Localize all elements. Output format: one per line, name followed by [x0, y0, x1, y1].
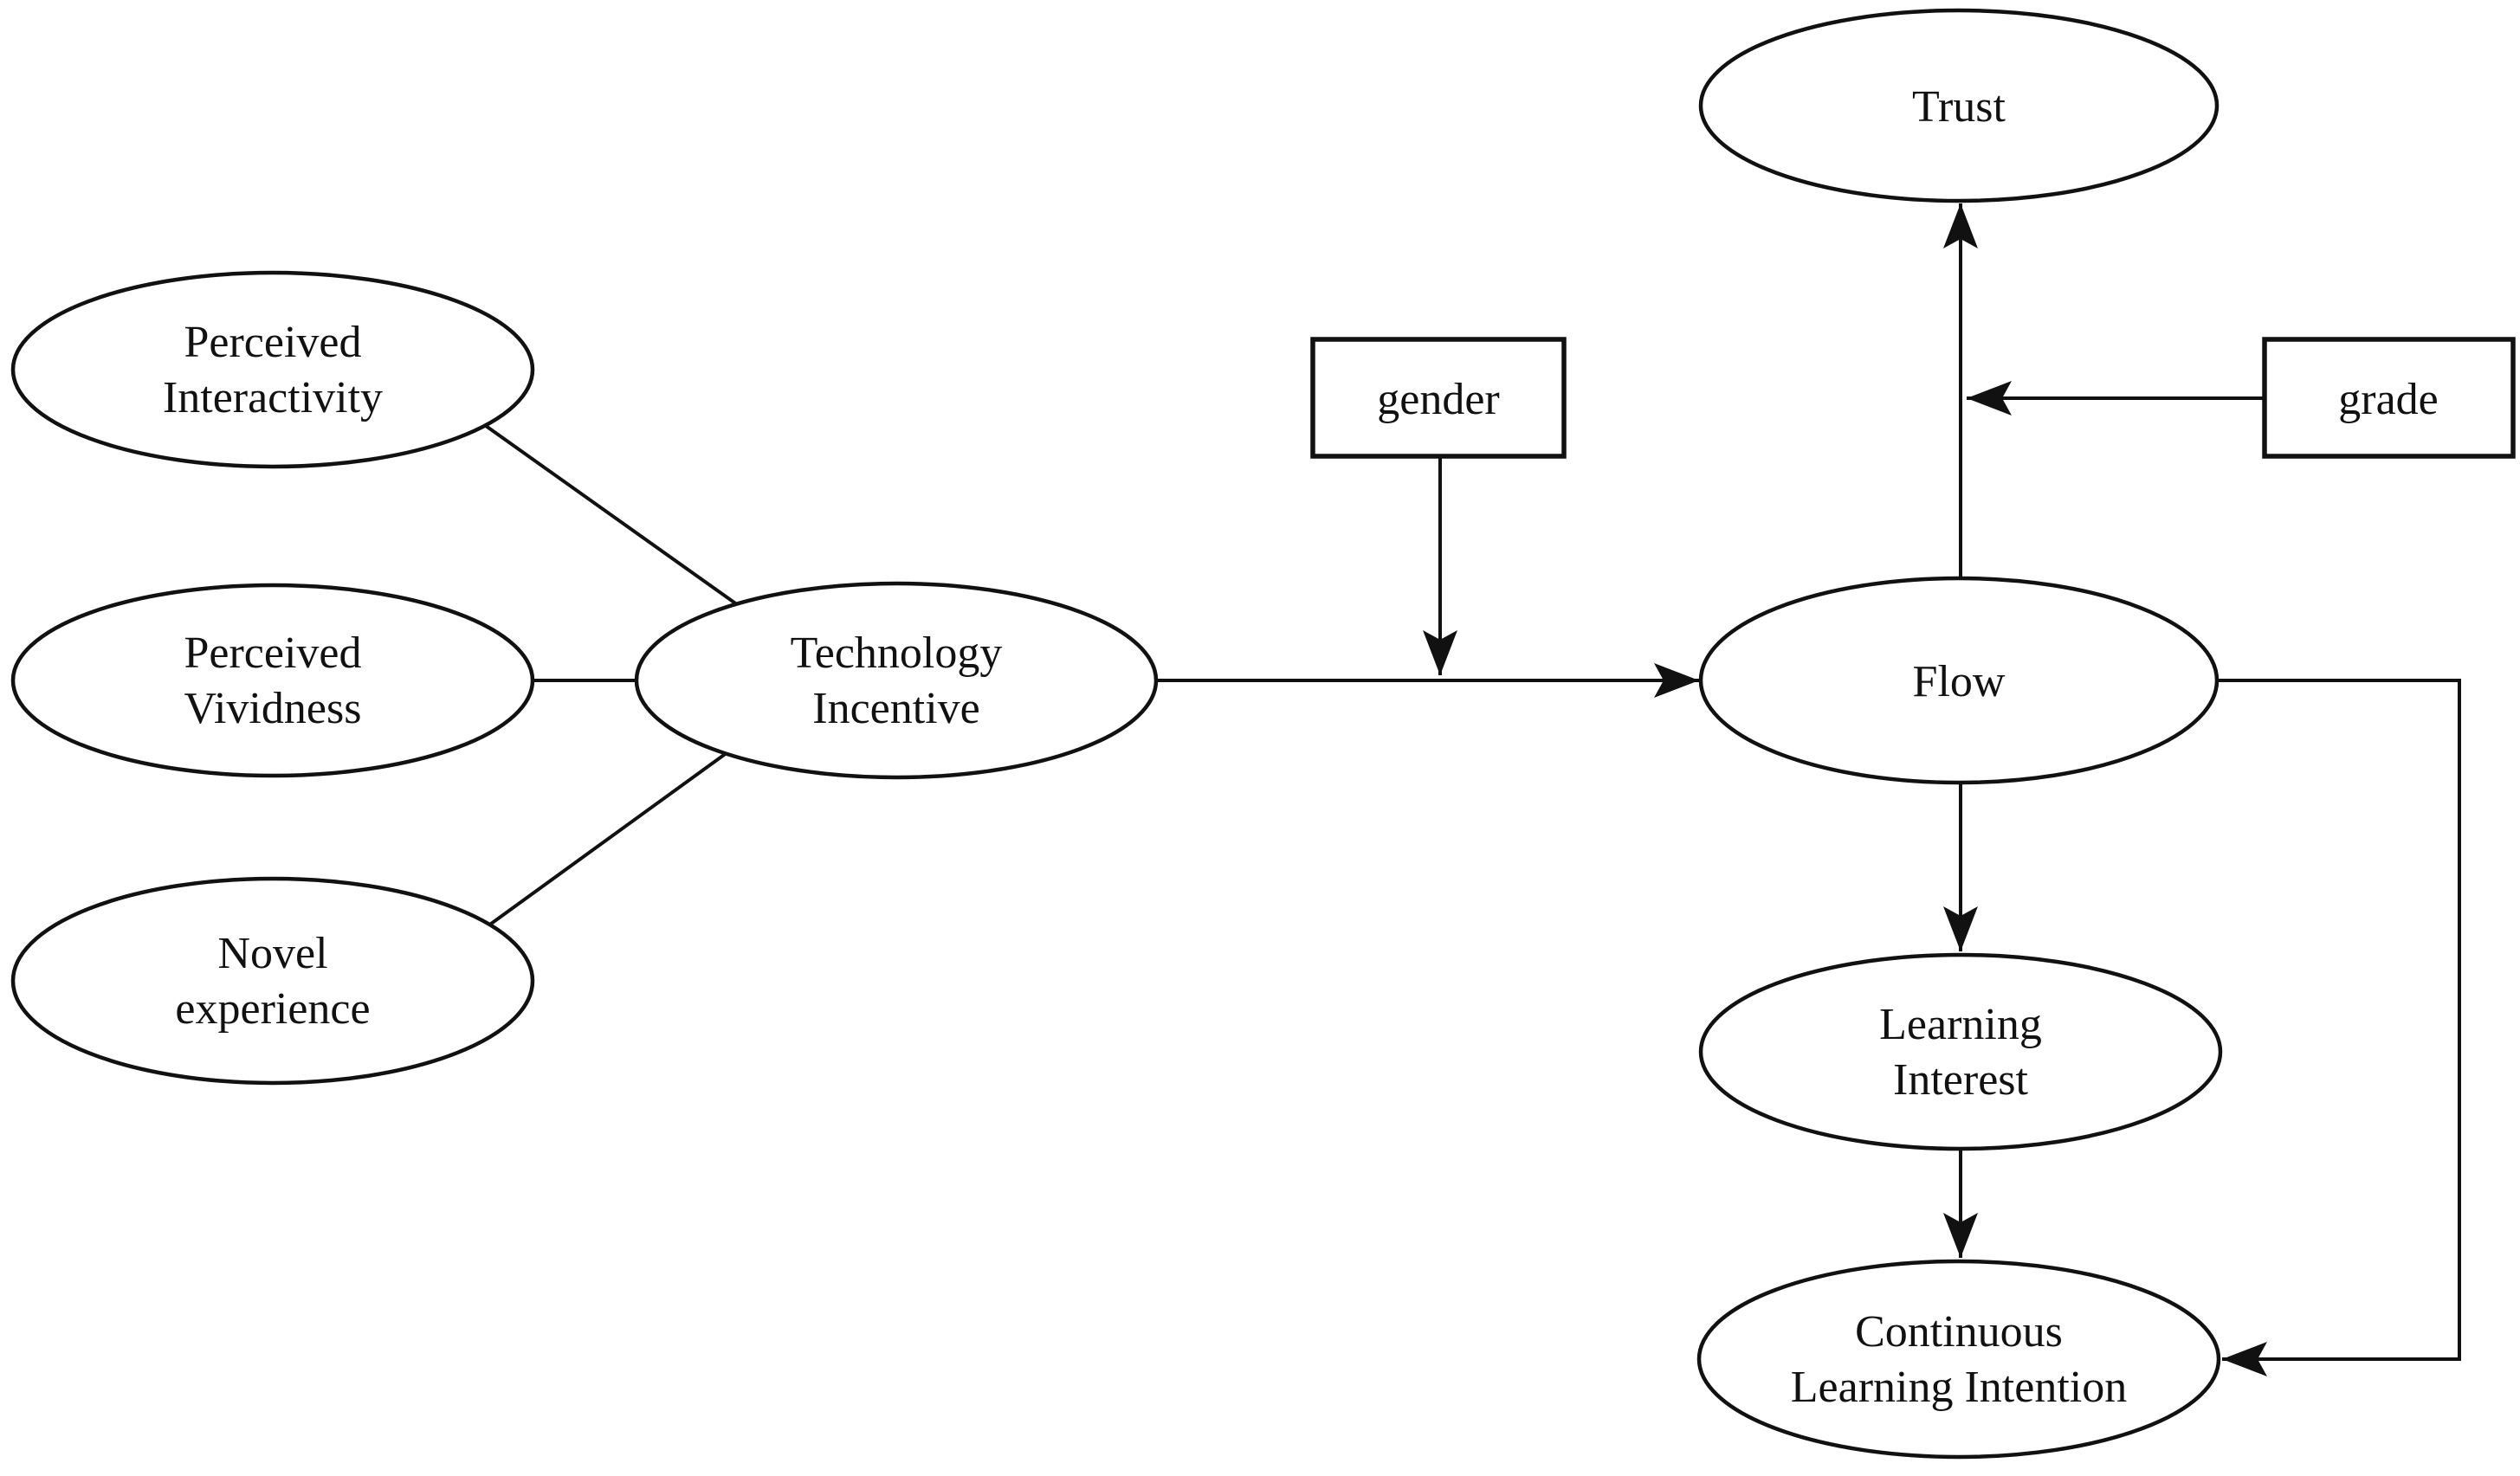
perceived-vividness-ellipse	[10, 583, 535, 778]
node-perceived-vividness: Perceived Vividness	[10, 583, 535, 778]
node-trust: Trust	[1698, 8, 2220, 203]
learning-interest-label-line2: Interest	[1893, 1055, 2028, 1105]
gender-box	[1310, 337, 1567, 459]
continuous-learning-intention-ellipse	[1696, 1259, 2221, 1460]
node-learning-interest: Learning Interest	[1698, 952, 2223, 1151]
learning-interest-ellipse	[1698, 952, 2223, 1151]
node-technology-incentive: Technology Incentive	[634, 581, 1159, 780]
node-continuous-learning-intention: Continuous Learning Intention	[1696, 1259, 2221, 1460]
gender-label: gender	[1377, 375, 1499, 424]
technology-incentive-ellipse	[634, 581, 1159, 780]
technology-incentive-label-line1: Technology	[791, 628, 1003, 678]
perceived-vividness-label-line2: Vividness	[184, 684, 362, 733]
flow-ellipse	[1698, 576, 2220, 785]
node-perceived-interactivity: Perceived Interactivity	[10, 270, 535, 469]
trust-ellipse	[1698, 8, 2220, 203]
learning-interest-label-line1: Learning	[1879, 1000, 2042, 1049]
perceived-interactivity-ellipse	[10, 270, 535, 469]
novel-experience-label-line2: experience	[175, 984, 370, 1034]
grade-label: grade	[2338, 375, 2438, 424]
perceived-interactivity-label-line1: Perceived	[184, 318, 361, 367]
node-flow: Flow	[1698, 576, 2220, 785]
perceived-interactivity-label-line2: Interactivity	[163, 373, 383, 422]
novel-experience-label-line1: Novel	[217, 929, 327, 978]
perceived-vividness-label-line1: Perceived	[184, 628, 361, 678]
trust-label: Trust	[1912, 82, 2006, 132]
edge-novel-experience-technology-incentive	[470, 735, 751, 939]
node-novel-experience: Novel experience	[10, 876, 535, 1086]
flow-label: Flow	[1913, 657, 2006, 706]
continuous-learning-intention-label-line2: Learning Intention	[1791, 1363, 2127, 1412]
node-gender: gender	[1310, 337, 1567, 459]
grade-box	[2262, 337, 2516, 459]
technology-incentive-label-line2: Incentive	[812, 684, 979, 733]
edge-perceived-interactivity-technology-incentive	[466, 411, 748, 613]
continuous-learning-intention-label-line1: Continuous	[1855, 1307, 2063, 1357]
novel-experience-ellipse	[10, 876, 535, 1086]
node-grade: grade	[2262, 337, 2516, 459]
